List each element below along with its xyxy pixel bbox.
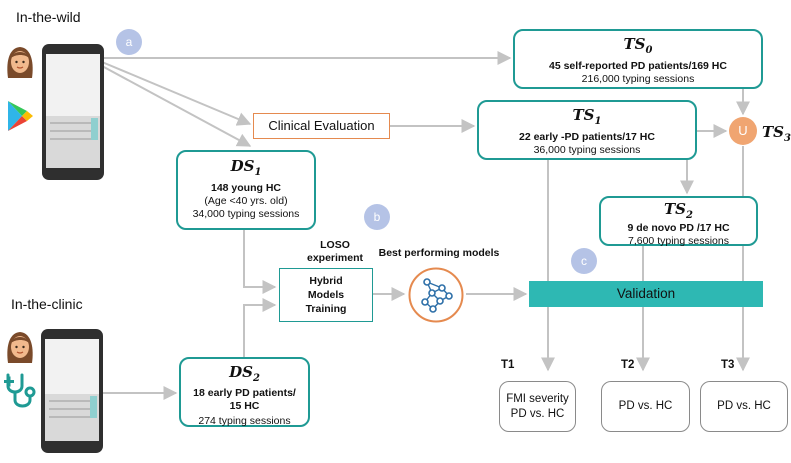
- phone-screen: [46, 54, 100, 168]
- play-store-icon: [8, 101, 33, 131]
- ts0-box: TS0 45 self-reported PD patients/169 HC …: [513, 29, 763, 89]
- training-line2: Models: [307, 288, 345, 301]
- neural-network-icon: [408, 267, 464, 323]
- ts2-title: TS2: [664, 200, 693, 221]
- training-line3: Training: [305, 303, 347, 316]
- training-line1: Hybrid: [309, 274, 343, 287]
- ds2-cohort: 18 early PD patients/: [193, 387, 296, 399]
- badge-a: a: [116, 29, 142, 55]
- ds2-title: DS2: [229, 363, 260, 384]
- woman-avatar-icon-clinic: [7, 332, 33, 363]
- in-the-wild-label: In-the-wild: [16, 9, 81, 25]
- smartphone-icon-clinic: [41, 329, 103, 453]
- validation-bar: Validation: [529, 281, 763, 307]
- task-box-t2: PD vs. HC: [601, 381, 690, 432]
- arrow-phone-clinical: [101, 61, 252, 126]
- ts0-sessions: 216,000 typing sessions: [581, 73, 695, 86]
- ds1-sessions: 34,000 typing sessions: [192, 208, 300, 221]
- best-models-label: Best performing models: [378, 247, 500, 259]
- smartphone-icon: [42, 44, 104, 180]
- clinical-evaluation-box: Clinical Evaluation: [253, 113, 390, 139]
- loso-line2: experiment: [306, 252, 364, 265]
- phone-screen-clinic: [45, 339, 99, 441]
- task-box-t3: PD vs. HC: [700, 381, 788, 432]
- ts0-cohort: 45 self-reported PD patients/169 HC: [549, 60, 727, 72]
- ts2-sessions: 7,600 typing sessions: [628, 235, 729, 248]
- task-t1-line2: PD vs. HC: [510, 407, 565, 420]
- ts1-cohort: 22 early -PD patients/17 HC: [519, 131, 655, 143]
- in-the-clinic-label: In-the-clinic: [11, 296, 83, 312]
- ds2-box: DS2 18 early PD patients/ 15 HC 274 typi…: [179, 357, 310, 427]
- ts1-box: TS1 22 early -PD patients/17 HC 36,000 t…: [477, 100, 697, 160]
- task-box-t1: FMI severity PD vs. HC: [499, 381, 576, 432]
- arrow-ds1-training: [243, 230, 277, 294]
- ds1-cohort: 148 young HC: [210, 182, 281, 194]
- task-t2-line1: PD vs. HC: [618, 400, 673, 413]
- woman-avatar-icon: [7, 47, 33, 78]
- ts0-title: TS0: [623, 35, 653, 56]
- arrow-ds2-training: [243, 298, 277, 357]
- ds1-title: DS1: [230, 157, 262, 178]
- task-t1-line1: FMI severity: [506, 392, 569, 405]
- task-label-t2: T2: [621, 359, 635, 371]
- loso-line1: LOSO: [320, 239, 350, 251]
- ds2-hc: 15 HC: [229, 400, 260, 413]
- ts2-cohort: 9 de novo PD /17 HC: [627, 222, 730, 234]
- ts3-label: TS3: [762, 123, 791, 144]
- ts2-box: TS2 9 de novo PD /17 HC 7,600 typing ses…: [599, 196, 758, 248]
- ds1-age: (Age <40 yrs. old): [204, 195, 288, 208]
- phone-keyboard: [46, 115, 100, 168]
- task-label-t1: T1: [501, 359, 515, 371]
- arrow-phone-ds1: [101, 65, 252, 147]
- badge-b: b: [364, 204, 390, 230]
- ts1-sessions: 36,000 typing sessions: [533, 144, 641, 157]
- task-label-t3: T3: [721, 359, 735, 371]
- loso-label: LOSO experiment: [300, 239, 370, 265]
- task-t3-line1: PD vs. HC: [717, 400, 771, 413]
- stethoscope-icon: [4, 373, 36, 408]
- badge-c: c: [571, 248, 597, 274]
- ds1-box: DS1 148 young HC (Age <40 yrs. old) 34,0…: [176, 150, 316, 230]
- hybrid-models-training-box: Hybrid Models Training: [279, 268, 373, 322]
- ts1-title: TS1: [572, 106, 602, 127]
- ds2-sessions: 274 typing sessions: [198, 415, 291, 428]
- phone-keyboard-clinic: [45, 394, 99, 441]
- union-badge: U: [729, 117, 757, 145]
